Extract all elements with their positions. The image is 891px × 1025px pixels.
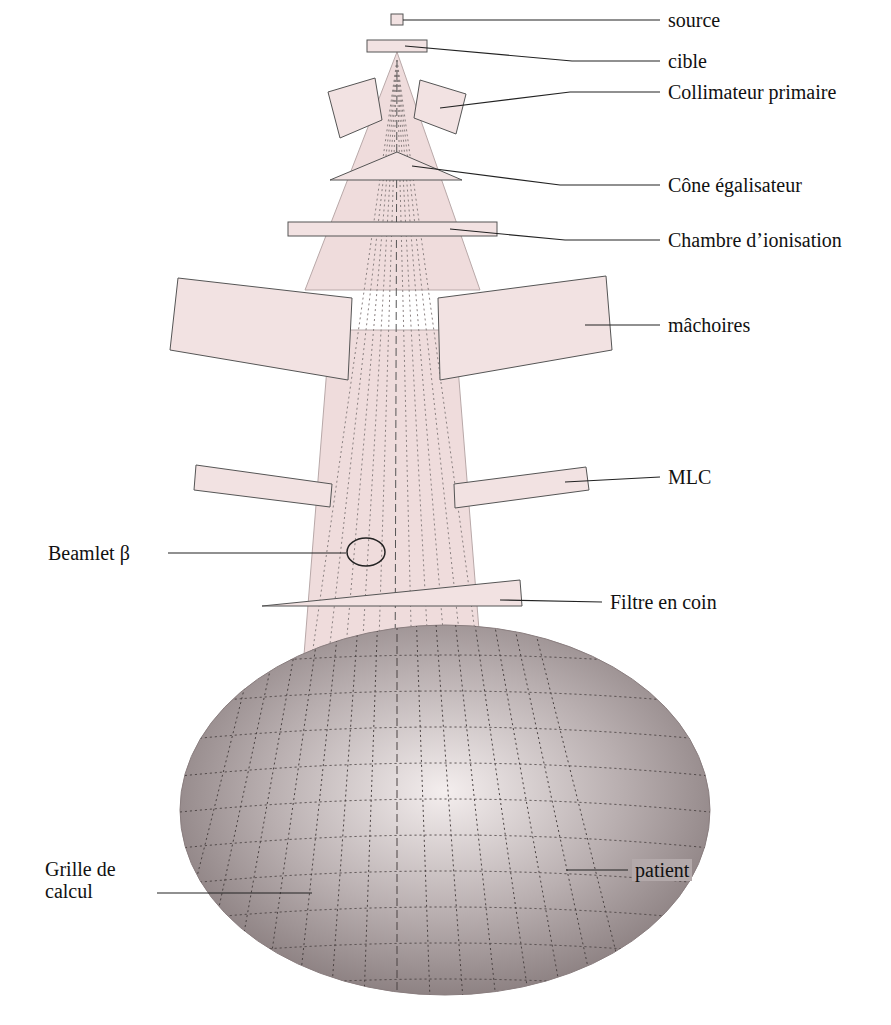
- part-label: Cône égalisateur: [668, 174, 802, 196]
- grid-line: [170, 943, 720, 957]
- part-label: MLC: [668, 466, 711, 488]
- grid-line: [416, 610, 430, 1000]
- part-label: Beamlet β: [48, 542, 130, 564]
- beam-line: [397, 60, 485, 705]
- grid-line: [397, 610, 398, 1000]
- part-label: Collimateur primaire: [668, 81, 836, 103]
- part-label: cible: [668, 50, 707, 72]
- beamlet-marker: [347, 538, 385, 566]
- grid-line: [170, 763, 720, 777]
- grid-line: [232, 610, 302, 1000]
- source: [391, 14, 403, 25]
- flattening-cone: [330, 152, 462, 180]
- primary-collimator: [414, 80, 466, 134]
- calc-grid: [166, 610, 720, 1000]
- mlc-leaf: [454, 467, 589, 508]
- grid-line: [170, 835, 720, 849]
- part-label: Chambre d’ionisation: [668, 229, 842, 251]
- ionisation-chamber: [288, 222, 497, 236]
- primary-collimator: [328, 78, 382, 138]
- grid-line: [530, 610, 628, 1000]
- beam-line: [305, 60, 397, 705]
- part-label: mâchoires: [668, 314, 750, 336]
- grid-line: [364, 610, 378, 1000]
- grid-line: [473, 610, 529, 1000]
- grid-line: [511, 610, 595, 1000]
- jaw: [170, 278, 352, 380]
- grid-line: [298, 610, 340, 1000]
- grid-line: [454, 610, 496, 1000]
- part-label: patient: [632, 859, 692, 881]
- part-label: Filtre en coin: [610, 591, 717, 613]
- grid-line: [435, 610, 463, 1000]
- target: [367, 40, 427, 52]
- grid-line: [170, 691, 720, 705]
- grid-line: [170, 799, 720, 813]
- mlc-leaf: [194, 465, 332, 507]
- grid-line: [170, 655, 720, 669]
- wedge-filter: [262, 580, 522, 606]
- grid-line: [331, 610, 359, 1000]
- leader-lines: [157, 20, 660, 893]
- part-label: Grille de calcul: [45, 858, 155, 902]
- part-label: source: [668, 9, 720, 31]
- grid-line: [170, 907, 720, 921]
- grid-line: [492, 610, 562, 1000]
- beam-lines: [305, 60, 485, 705]
- grid-line: [265, 610, 321, 1000]
- patient-body: [180, 625, 710, 995]
- jaw: [438, 276, 612, 380]
- grid-line: [170, 727, 720, 741]
- grid-line: [166, 610, 264, 1000]
- grid-line: [170, 979, 720, 993]
